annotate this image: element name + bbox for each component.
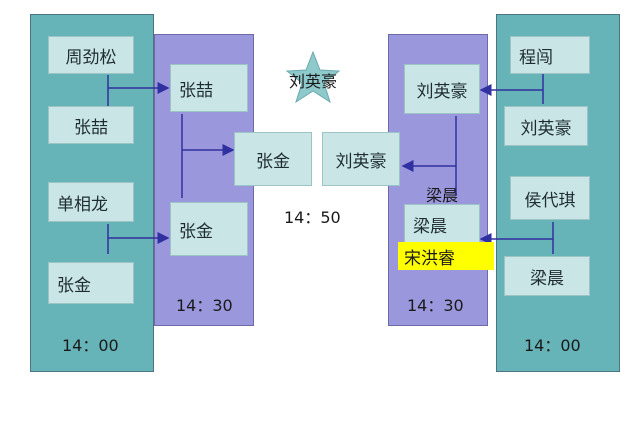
node-center-zhang-jin: 张金 xyxy=(234,132,312,186)
time-left: 14：00 xyxy=(62,336,119,355)
node-zhang-jin-mid: 张金 xyxy=(170,202,248,256)
float-label-liang-chen: 梁晨 xyxy=(426,186,459,205)
node-cheng-chuang: 程闯 xyxy=(510,36,590,74)
node-liu-yinghao-mid: 刘英豪 xyxy=(404,64,480,114)
node-hou-daiqi: 侯代琪 xyxy=(510,176,590,220)
node-zhang-zhe-mid: 张喆 xyxy=(170,64,248,112)
node-zhou-jinsong: 周劲松 xyxy=(48,36,134,74)
time-right-mid: 14：30 xyxy=(407,296,464,315)
time-left-mid: 14：30 xyxy=(176,296,233,315)
node-zhang-jin-left: 张金 xyxy=(48,262,134,304)
node-liang-chen-mid: 梁晨 xyxy=(404,204,480,244)
node-liu-yinghao-right: 刘英豪 xyxy=(504,106,588,146)
star-shape xyxy=(285,50,341,104)
node-shan-xianglong: 单相龙 xyxy=(48,182,134,222)
time-right: 14：00 xyxy=(524,336,581,355)
star-label: 刘英豪 xyxy=(289,72,338,91)
highlight-song-hongrui: 宋洪睿 xyxy=(398,242,494,270)
time-center: 14：50 xyxy=(284,208,341,227)
node-zhang-zhe-left: 张喆 xyxy=(48,106,134,144)
node-liang-chen-right: 梁晨 xyxy=(504,256,590,296)
node-center-liu-yinghao: 刘英豪 xyxy=(322,132,400,186)
